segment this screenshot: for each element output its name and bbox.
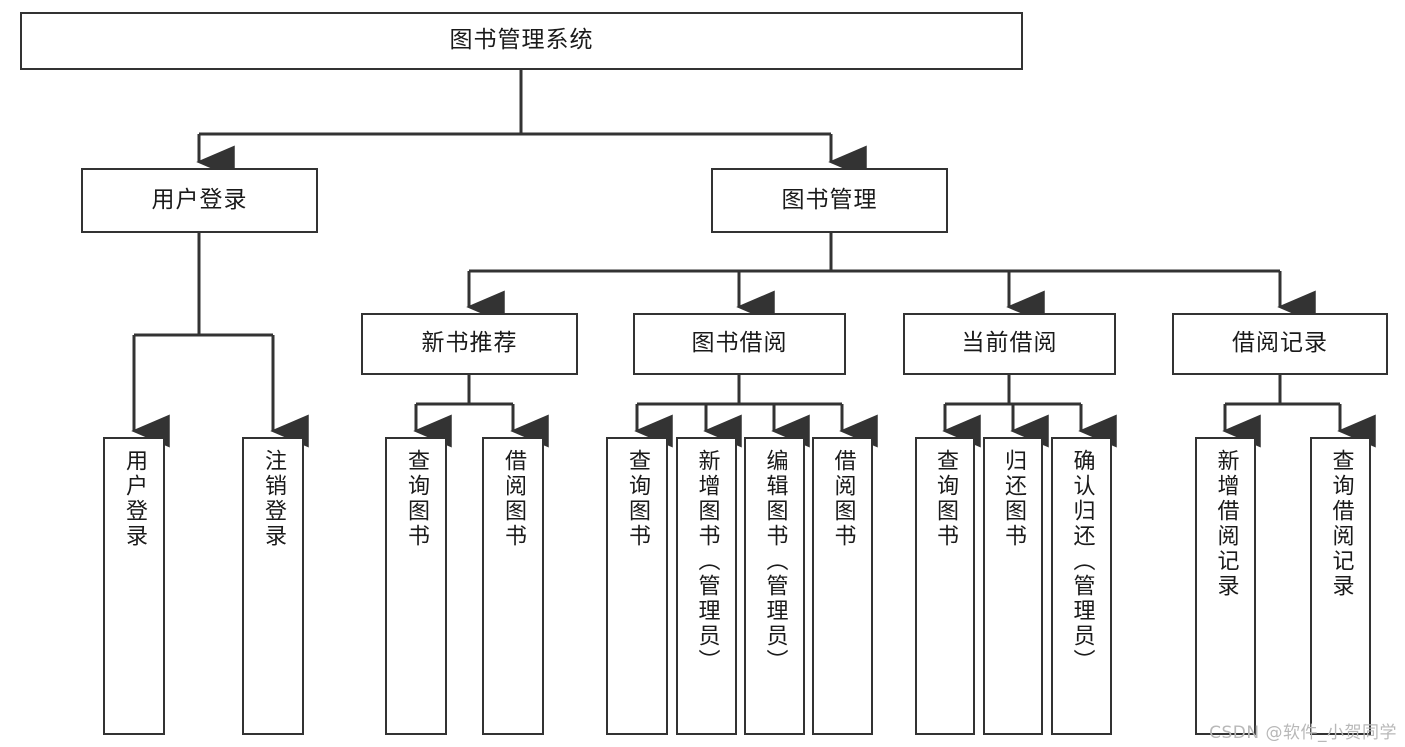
node-book-borrow[interactable]: 图书借阅 — [633, 313, 846, 375]
csdn-watermark: CSDN @软件_小贺同学 — [1209, 723, 1397, 743]
leaf-query-borrow-record[interactable]: 查询借阅记录 — [1310, 437, 1371, 735]
node-user-login[interactable]: 用户登录 — [81, 168, 318, 233]
node-new-book-recommend[interactable]: 新书推荐 — [361, 313, 578, 375]
leaf-edit-book-admin-label: 编辑图书（管理员） — [762, 449, 788, 674]
node-current-borrow-label: 当前借阅 — [961, 330, 1058, 357]
leaf-add-book-admin-label: 新增图书（管理员） — [694, 449, 720, 674]
node-root-label: 图书管理系统 — [449, 27, 594, 54]
leaf-add-book-admin[interactable]: 新增图书（管理员） — [676, 437, 737, 735]
node-book-management[interactable]: 图书管理 — [711, 168, 948, 233]
leaf-confirm-return-admin[interactable]: 确认归还（管理员） — [1051, 437, 1112, 735]
leaf-query-borrow-record-label: 查询借阅记录 — [1328, 449, 1354, 599]
leaf-borrow-books-label: 借阅图书 — [830, 449, 856, 549]
leaf-return-books[interactable]: 归还图书 — [983, 437, 1043, 735]
leaf-query-books-borrow-label: 查询图书 — [625, 449, 650, 549]
node-book-management-label: 图书管理 — [781, 186, 878, 213]
node-book-borrow-label: 图书借阅 — [691, 330, 788, 357]
node-new-book-recommend-label: 新书推荐 — [421, 330, 518, 357]
leaf-user-login[interactable]: 用户登录 — [103, 437, 165, 735]
leaf-confirm-return-admin-label: 确认归还（管理员） — [1069, 449, 1095, 674]
node-root[interactable]: 图书管理系统 — [20, 12, 1023, 70]
leaf-query-books-recommend[interactable]: 查询图书 — [385, 437, 447, 735]
leaf-logout[interactable]: 注销登录 — [242, 437, 304, 735]
leaf-add-borrow-record-label: 新增借阅记录 — [1213, 449, 1239, 599]
leaf-borrow-books-recommend-label: 借阅图书 — [501, 449, 526, 549]
leaf-query-books-current[interactable]: 查询图书 — [915, 437, 975, 735]
leaf-query-books-current-label: 查询图书 — [933, 449, 958, 549]
node-user-login-label: 用户登录 — [151, 186, 248, 213]
leaf-edit-book-admin[interactable]: 编辑图书（管理员） — [744, 437, 805, 735]
leaf-query-books-borrow[interactable]: 查询图书 — [606, 437, 668, 735]
node-borrow-records[interactable]: 借阅记录 — [1172, 313, 1388, 375]
leaf-borrow-books[interactable]: 借阅图书 — [812, 437, 873, 735]
node-borrow-records-label: 借阅记录 — [1232, 330, 1328, 357]
leaf-user-login-label: 用户登录 — [122, 449, 147, 549]
leaf-borrow-books-recommend[interactable]: 借阅图书 — [482, 437, 544, 735]
leaf-add-borrow-record[interactable]: 新增借阅记录 — [1195, 437, 1256, 735]
leaf-logout-label: 注销登录 — [261, 449, 286, 549]
node-current-borrow[interactable]: 当前借阅 — [903, 313, 1116, 375]
leaf-query-books-recommend-label: 查询图书 — [404, 449, 429, 549]
leaf-return-books-label: 归还图书 — [1001, 449, 1026, 549]
